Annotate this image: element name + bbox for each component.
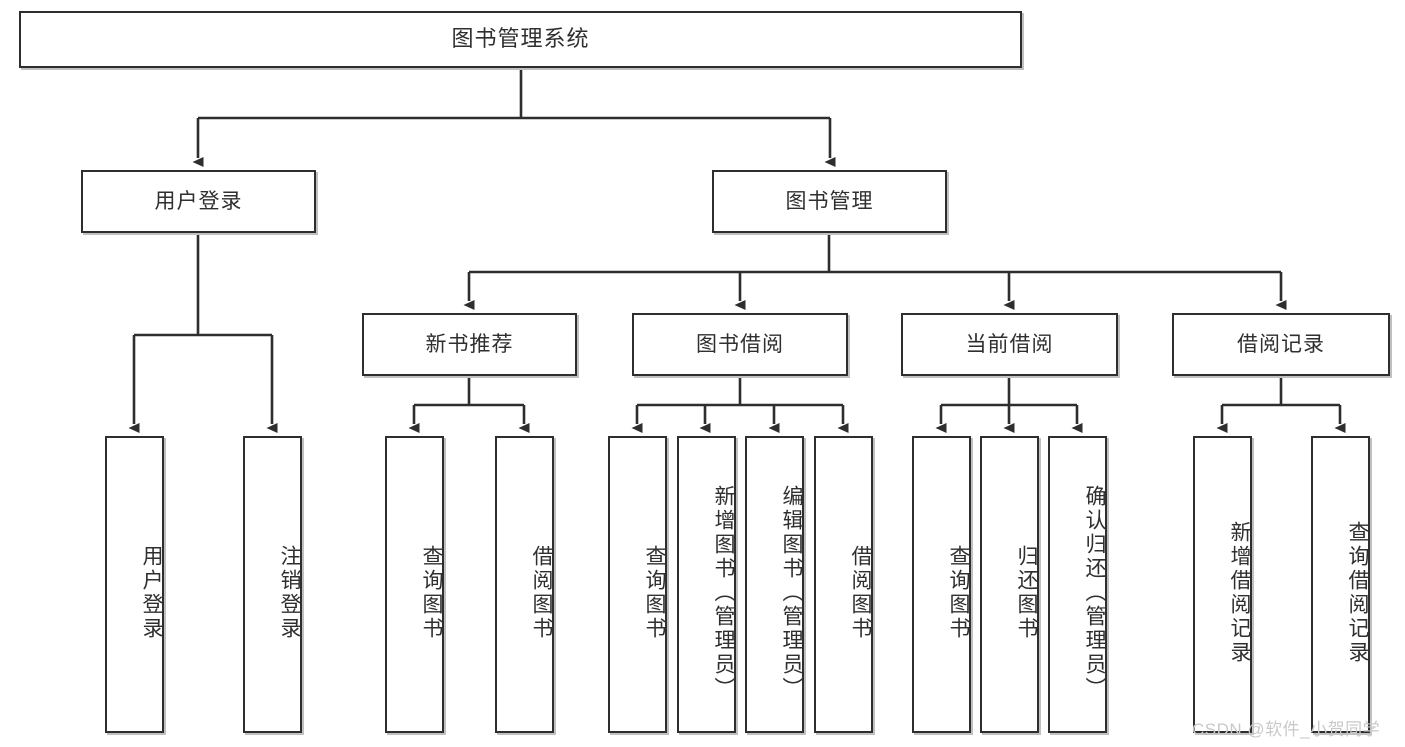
node-book-management[interactable]: 图书管理	[712, 170, 947, 233]
leaf-confirm-return-admin[interactable]: 确认归还（管理员）	[1048, 436, 1107, 733]
leaf-add-book-admin[interactable]: 新增图书（管理员）	[677, 436, 736, 733]
leaf-query-book-current[interactable]: 查询图书	[912, 436, 971, 733]
leaf-query-book-recommend[interactable]: 查询图书	[385, 436, 444, 733]
leaf-add-borrow-record[interactable]: 新增借阅记录	[1193, 436, 1252, 733]
leaf-edit-book-admin[interactable]: 编辑图书（管理员）	[745, 436, 804, 733]
leaf-borrow-book[interactable]: 借阅图书	[814, 436, 873, 733]
leaf-user-login[interactable]: 用户登录	[105, 436, 164, 733]
leaf-return-book[interactable]: 归还图书	[980, 436, 1039, 733]
node-new-book-recommend[interactable]: 新书推荐	[362, 313, 577, 376]
node-user-login[interactable]: 用户登录	[81, 170, 316, 233]
node-book-borrow[interactable]: 图书借阅	[632, 313, 848, 376]
leaf-borrow-book-recommend[interactable]: 借阅图书	[495, 436, 554, 733]
leaf-query-book-borrow[interactable]: 查询图书	[608, 436, 667, 733]
node-current-borrow[interactable]: 当前借阅	[901, 313, 1118, 376]
node-borrow-record[interactable]: 借阅记录	[1172, 313, 1390, 376]
node-root-system[interactable]: 图书管理系统	[19, 11, 1022, 68]
leaf-query-borrow-record[interactable]: 查询借阅记录	[1311, 436, 1370, 733]
csdn-watermark: CSDN @软件_小贺同学	[1192, 720, 1381, 739]
leaf-logout[interactable]: 注销登录	[243, 436, 302, 733]
